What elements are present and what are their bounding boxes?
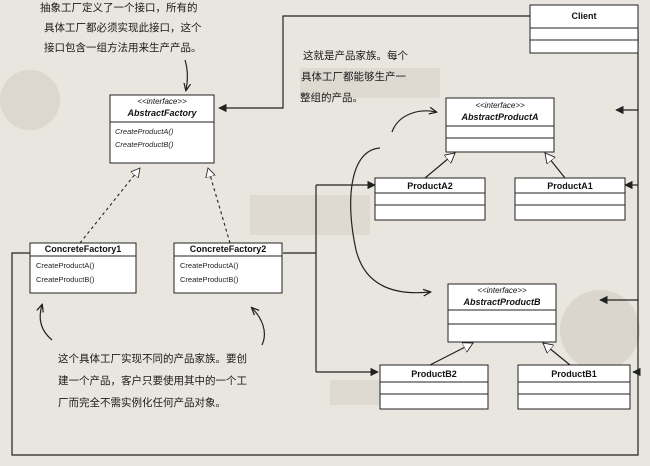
concrete-factory-1-name: ConcreteFactory1	[45, 244, 122, 254]
abstract-product-a-name: AbstractProductA	[460, 112, 538, 122]
product-b2-name: ProductB2	[411, 369, 457, 379]
note-concrete-factories-line-1: 这个具体工厂实现不同的产品家族。要创	[58, 352, 247, 365]
abstract-product-b-stereotype: <<interface>>	[477, 286, 527, 295]
abstract-factory-method-1: CreateProductA()	[115, 127, 174, 136]
concrete-factory-2-method-1: CreateProductA()	[180, 261, 239, 270]
note-product-family-line-1: 这就是产品家族。每个	[303, 49, 408, 62]
note-concrete-factories-line-2: 建一个产品，客户只要使用其中的一个工	[58, 374, 247, 387]
concrete-factory-2-name: ConcreteFactory2	[190, 244, 267, 254]
abstract-factory-name: AbstractFactory	[126, 108, 197, 118]
class-abstract-factory[interactable]: <<interface>> AbstractFactory CreateProd…	[109, 94, 215, 164]
class-abstract-product-b[interactable]: <<interface>> AbstractProductB	[447, 283, 557, 343]
class-product-b2[interactable]: ProductB2	[379, 364, 489, 410]
note-concrete-factories: 这个具体工厂实现不同的产品家族。要创 建一个产品，客户只要使用其中的一个工 厂而…	[58, 352, 247, 409]
class-concrete-factory-1[interactable]: ConcreteFactory1 CreateProductA() Create…	[29, 242, 137, 294]
note-product-family-line-3: 整组的产品。	[300, 91, 363, 104]
abstract-product-a-stereotype: <<interface>>	[475, 101, 525, 110]
abstract-factory-stereotype: <<interface>>	[137, 97, 187, 106]
class-product-a1[interactable]: ProductA1	[514, 177, 626, 221]
class-client[interactable]: Client	[529, 4, 639, 54]
class-product-b1[interactable]: ProductB1	[517, 364, 631, 410]
client-name: Client	[571, 11, 596, 21]
note-factory-interface-line-1: 抽象工厂定义了一个接口，所有的	[40, 1, 198, 14]
note-factory-interface: 抽象工厂定义了一个接口，所有的 具体工厂都必须实现此接口，这个 接口包含一组方法…	[40, 1, 202, 54]
class-abstract-product-a[interactable]: <<interface>> AbstractProductA	[445, 97, 555, 153]
note-product-family: 这就是产品家族。每个 具体工厂都能够生产一 整组的产品。	[300, 49, 408, 104]
connectors	[11, 15, 641, 456]
note-factory-interface-line-3: 接口包含一组方法用来生产产品。	[44, 41, 202, 54]
product-a2-name: ProductA2	[407, 181, 453, 191]
concrete-factory-2-method-2: CreateProductB()	[180, 275, 239, 284]
concrete-factory-1-method-1: CreateProductA()	[36, 261, 95, 270]
class-product-a2[interactable]: ProductA2	[374, 177, 486, 221]
abstract-factory-method-2: CreateProductB()	[115, 140, 174, 149]
product-b1-name: ProductB1	[551, 369, 597, 379]
note-concrete-factories-line-3: 厂而完全不需实例化任何产品对象。	[58, 396, 226, 409]
note-factory-interface-line-2: 具体工厂都必须实现此接口，这个	[44, 21, 202, 34]
product-a1-name: ProductA1	[547, 181, 593, 191]
class-concrete-factory-2[interactable]: ConcreteFactory2 CreateProductA() Create…	[173, 242, 283, 294]
abstract-product-b-name: AbstractProductB	[462, 297, 541, 307]
concrete-factory-1-method-2: CreateProductB()	[36, 275, 95, 284]
note-product-family-line-2: 具体工厂都能够生产一	[301, 70, 406, 83]
